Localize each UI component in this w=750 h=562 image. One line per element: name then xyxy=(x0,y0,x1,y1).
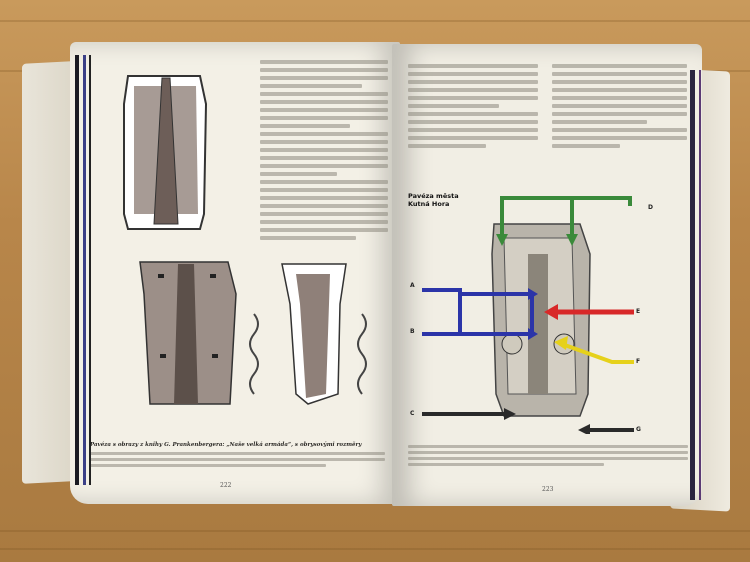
ornament-vine-left xyxy=(249,313,259,395)
book-spine-bands xyxy=(75,55,103,485)
label-f: F xyxy=(636,358,641,365)
shield-top-drawing xyxy=(123,75,208,230)
right-text-column-right xyxy=(552,60,687,180)
left-caption: Pavéza s obrazy z knihy G. Prankenberger… xyxy=(90,442,385,470)
left-page: Pavéza s obrazy z knihy G. Prankenberger… xyxy=(70,42,400,504)
diagram-title-line1: Pavéza města xyxy=(408,192,459,200)
right-page-number: 223 xyxy=(542,486,554,493)
right-page: Pavéza města Kutná Hora A B C D xyxy=(392,44,702,506)
shield-side-drawing xyxy=(281,263,347,405)
right-bookmark-bands xyxy=(690,70,710,500)
left-caption-title: Pavéza s obrazy z knihy G. Prankenberger… xyxy=(90,442,362,448)
kutna-hora-shield-diagram xyxy=(422,196,634,434)
left-page-number: 222 xyxy=(220,482,232,489)
right-caption xyxy=(408,442,688,469)
label-d: D xyxy=(648,204,653,211)
ornament-vine-right xyxy=(357,313,367,395)
shield-drawings xyxy=(123,75,367,405)
right-text-column-left xyxy=(408,60,538,190)
label-a: A xyxy=(410,282,415,289)
left-text-column xyxy=(260,56,388,301)
label-g: G xyxy=(636,426,641,433)
label-b: B xyxy=(410,328,415,335)
diagram-title-line2: Kutná Hora xyxy=(408,200,450,208)
diagram-title: Pavéza města Kutná Hora xyxy=(408,192,459,208)
label-c: C xyxy=(410,410,415,417)
label-e: E xyxy=(636,308,641,315)
shield-bottom-left-drawing xyxy=(139,261,237,405)
